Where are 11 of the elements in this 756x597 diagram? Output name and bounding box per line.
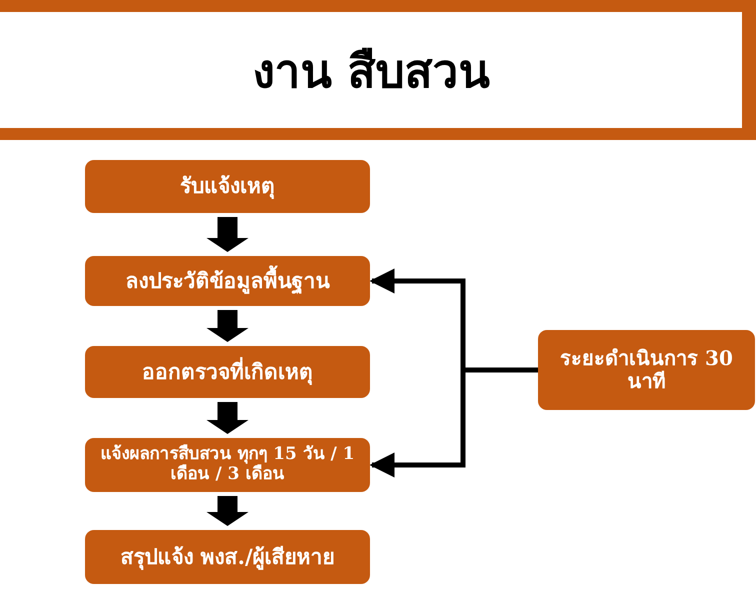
process-box: ลงประวัติข้อมูลพื้นฐาน — [85, 256, 370, 306]
block-arrow — [206, 217, 248, 252]
block-arrow — [206, 402, 248, 434]
block-arrow — [206, 310, 248, 342]
process-box: แจ้งผลการสืบสวน ทุกๆ 15 วัน / 1 เดือน / 3 เดือน — [85, 438, 370, 492]
process-box: รับแจ้งเหตุ — [85, 160, 370, 213]
process-box: สรุปแจ้ง พงส./ผู้เสียหาย — [85, 530, 370, 584]
block-arrow — [206, 496, 248, 526]
process-box: ออกตรวจที่เกิดเหตุ — [85, 346, 370, 398]
duration-box: ระยะดำเนินการ 30 นาที — [538, 330, 755, 410]
title: งาน สืบสวน — [252, 42, 490, 100]
